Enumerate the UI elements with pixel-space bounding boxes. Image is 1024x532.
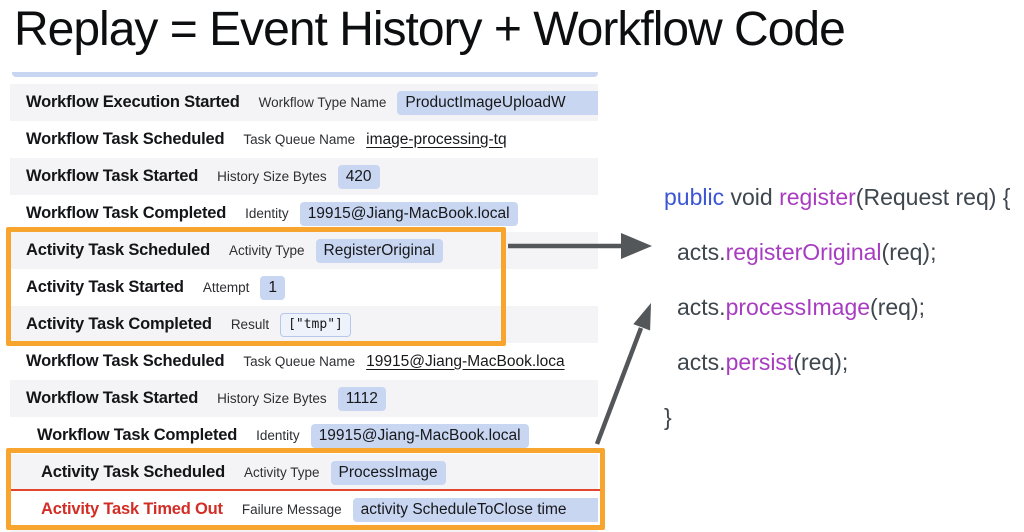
code-line-register-original: acts.registerOriginal(req); xyxy=(677,239,937,265)
event-row-activity-task-scheduled-2[interactable]: Activity Task Scheduled Activity Type Pr… xyxy=(10,454,598,491)
event-attr-value-badge: 1 xyxy=(260,275,285,300)
event-attr-label: Workflow Type Name xyxy=(258,95,387,110)
event-attr-label: Attempt xyxy=(202,280,250,295)
event-attr-value-badge: 420 xyxy=(337,164,380,189)
event-title: Activity Task Completed xyxy=(26,315,212,333)
timed-out-divider-line xyxy=(11,489,600,491)
event-title: Workflow Task Started xyxy=(26,389,199,407)
event-row-workflow-execution-started[interactable]: Workflow Execution Started Workflow Type… xyxy=(10,84,598,121)
event-row-workflow-task-scheduled[interactable]: Workflow Task Scheduled Task Queue Name … xyxy=(10,121,598,158)
event-row-activity-task-timed-out[interactable]: Activity Task Timed Out Failure Message … xyxy=(10,491,598,528)
code-method-name: persist xyxy=(725,349,794,375)
event-row-workflow-task-completed[interactable]: Workflow Task Completed Identity 19915@J… xyxy=(10,195,598,232)
event-row-workflow-task-scheduled-2[interactable]: Workflow Task Scheduled Task Queue Name … xyxy=(10,343,598,380)
event-title-error: Activity Task Timed Out xyxy=(41,500,223,518)
event-row-activity-task-started[interactable]: Activity Task Started Attempt 1 xyxy=(10,269,598,306)
code-line-persist: acts.persist(req); xyxy=(677,349,849,375)
event-attr-label: History Size Bytes xyxy=(217,391,327,406)
event-row-workflow-task-started[interactable]: Workflow Task Started History Size Bytes… xyxy=(10,158,598,195)
event-attr-value-badge: ProcessImage xyxy=(330,460,446,485)
event-attr-label: Task Queue Name xyxy=(243,132,356,147)
task-queue-link[interactable]: image-processing-tq xyxy=(366,130,507,148)
event-title: Workflow Task Scheduled xyxy=(26,130,225,148)
code-method-name: registerOriginal xyxy=(725,239,882,265)
event-attr-label: Identity xyxy=(245,206,289,221)
clipped-badge-sliver xyxy=(12,72,598,77)
event-attr-label: Failure Message xyxy=(241,502,342,517)
event-attr-label: Identity xyxy=(256,428,300,443)
code-method-name: processImage xyxy=(725,294,871,320)
event-attr-value-badge: ProductImageUploadW xyxy=(397,90,598,115)
code-line-signature: public void register(Request req) { xyxy=(664,184,1011,210)
arrow-process-image-icon xyxy=(594,303,651,445)
event-attr-label: Activity Type xyxy=(244,465,320,480)
page-title: Replay = Event History + Workflow Code xyxy=(14,3,846,56)
failure-message-badge: activity ScheduleToClose time xyxy=(352,497,598,522)
code-keyword: public xyxy=(664,184,725,210)
event-row-activity-task-completed[interactable]: Activity Task Completed Result ["tmp"] xyxy=(10,306,598,343)
event-attr-label: Result xyxy=(230,317,270,332)
event-attr-value-badge: 1112 xyxy=(337,386,386,411)
event-history-list: Workflow Execution Started Workflow Type… xyxy=(10,84,598,528)
event-attr-value-badge: RegisterOriginal xyxy=(315,238,443,263)
code-line-process-image: acts.processImage(req); xyxy=(677,294,925,320)
event-row-activity-task-scheduled[interactable]: Activity Task Scheduled Activity Type Re… xyxy=(10,232,598,269)
workflow-code-snippet: public void register(Request req) { acts… xyxy=(664,170,1011,445)
event-row-workflow-task-started-2[interactable]: Workflow Task Started History Size Bytes… xyxy=(10,380,598,417)
event-row-workflow-task-completed-2[interactable]: Workflow Task Completed Identity 19915@J… xyxy=(10,417,598,454)
event-title: Workflow Task Started xyxy=(26,167,199,185)
code-line-closing-brace: } xyxy=(664,404,672,430)
event-attr-label: Task Queue Name xyxy=(243,354,356,369)
event-attr-label: Activity Type xyxy=(229,243,305,258)
event-title: Activity Task Started xyxy=(26,278,184,296)
event-title: Workflow Task Scheduled xyxy=(26,352,225,370)
event-title: Workflow Task Completed xyxy=(26,204,227,222)
clipped-row-sliver xyxy=(10,528,598,532)
code-method-name: register xyxy=(779,184,856,210)
event-title: Activity Task Scheduled xyxy=(26,241,210,259)
event-result-value: ["tmp"] xyxy=(280,312,351,337)
event-title: Activity Task Scheduled xyxy=(41,463,225,481)
event-attr-value-badge: 19915@Jiang-MacBook.local xyxy=(299,201,518,226)
event-title: Workflow Execution Started xyxy=(26,93,240,111)
event-attr-label: History Size Bytes xyxy=(217,169,327,184)
event-attr-value-badge: 19915@Jiang-MacBook.local xyxy=(310,423,529,448)
event-title: Workflow Task Completed xyxy=(37,426,238,444)
task-queue-link[interactable]: 19915@Jiang-MacBook.loca xyxy=(366,352,565,370)
